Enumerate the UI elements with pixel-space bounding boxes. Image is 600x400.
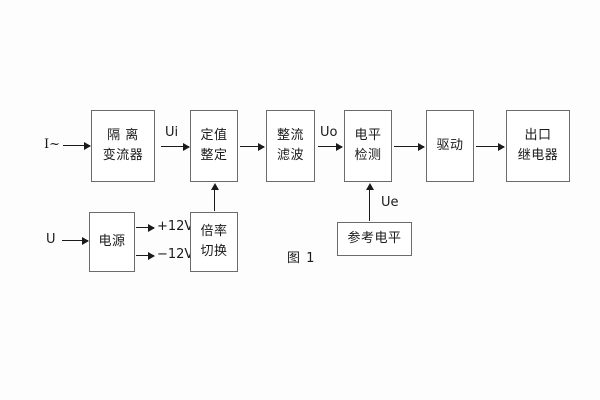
block-rectify-filter: 整流 滤波 [266,110,315,182]
block-rectify-filter-line-2: 滤波 [276,148,304,163]
block-reference-level: 参考电平 [337,222,412,256]
block-ratio-switch-line-2: 切换 [200,244,228,259]
arrow-driver-to-output-relay [476,142,505,151]
arrow-ratio-switch-to-setpoint [210,183,219,211]
block-reference-level-line-1: 参考电平 [347,230,402,246]
block-power-supply-line-1: 电源 [98,233,126,249]
block-isolation-transformer-line-1: 隔 离 [107,127,139,143]
input-voltage-label: U [46,232,56,247]
arrow-setpoint-to-rectify [240,142,265,151]
arrow-input-to-power-supply [62,236,89,245]
ue-label: Ue [381,195,399,210]
block-output-relay-line-2: 继电器 [517,148,559,163]
input-current-label: I~ [44,137,61,152]
block-output-relay: 出口 继电器 [506,110,570,182]
arrow-input-to-isolation [63,141,91,150]
rail-positive-label: +12V [157,219,194,234]
block-isolation-transformer-line-2: 变流器 [102,148,144,163]
block-setpoint-adjust-line-1: 定值 [200,127,228,143]
arrow-isolation-to-setpoint [161,142,190,151]
arrow-reference-to-level-detect [365,183,374,221]
arrow-level-detect-to-driver [394,142,425,151]
block-rectify-filter-line-1: 整流 [276,127,304,143]
block-power-supply: 电源 [89,212,135,272]
block-driver-line-1: 驱动 [436,137,464,153]
block-level-detect-line-2: 检测 [354,148,382,163]
arrow-rail-positive [136,223,155,232]
block-setpoint-adjust: 定值 整定 [190,110,238,182]
block-level-detect: 电平 检测 [344,110,392,182]
rail-negative-label: −12V [157,247,194,262]
block-driver: 驱动 [426,110,474,182]
block-isolation-transformer: 隔 离 变流器 [91,110,155,182]
block-output-relay-line-1: 出口 [524,127,552,143]
ui-label: Ui [165,125,179,140]
block-level-detect-line-1: 电平 [354,127,382,143]
figure-caption: 图 1 [287,251,316,266]
block-ratio-switch-line-1: 倍率 [200,223,228,239]
block-setpoint-adjust-line-2: 整定 [200,148,228,163]
block-ratio-switch: 倍率 切换 [190,212,238,272]
arrow-rectify-to-level-detect [318,142,343,151]
arrow-rail-negative [136,251,155,260]
uo-label: Uo [320,125,338,140]
